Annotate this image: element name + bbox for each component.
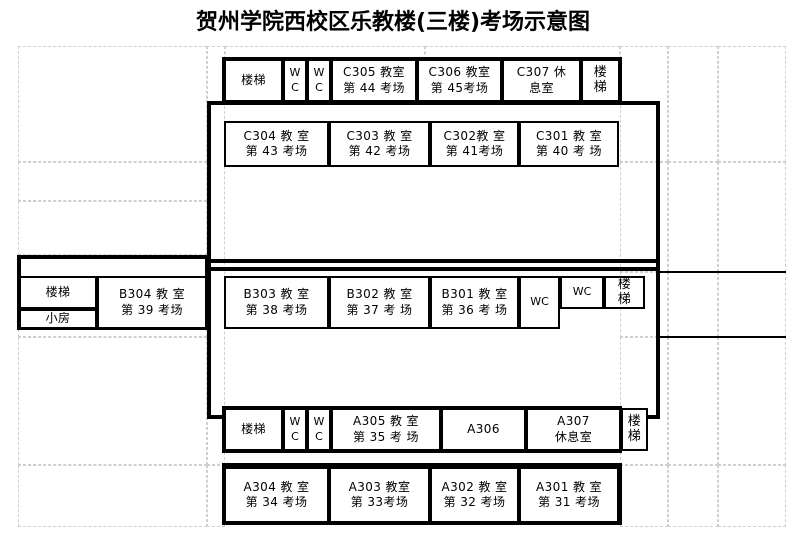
room-a307[interactable]: A307 休息室 [526, 408, 621, 451]
background-grid-cell [18, 201, 207, 255]
background-grid-cell [668, 162, 718, 272]
background-grid-cell [620, 465, 668, 527]
room-b-stair-right[interactable]: 楼 梯 [604, 276, 645, 309]
room-b303[interactable]: B303 教 室 第 38 考场 [224, 276, 329, 329]
room-a302[interactable]: A302 教 室 第 32 考场 [430, 467, 519, 523]
room-c-top-wc-2[interactable]: W C [307, 59, 331, 102]
background-grid-cell [718, 46, 786, 162]
room-b302[interactable]: B302 教 室 第 37 考 场 [329, 276, 430, 329]
room-b-left-smallroom[interactable]: 小房 [19, 309, 97, 329]
room-c303[interactable]: C303 教 室 第 42 考场 [329, 121, 430, 167]
corridor-line-right-top [660, 271, 786, 273]
room-a-top-wc-2[interactable]: W C [307, 408, 331, 451]
room-a-top-wc-1[interactable]: W C [283, 408, 307, 451]
background-grid-cell [18, 46, 207, 162]
room-a301[interactable]: A301 教 室 第 31 考场 [519, 467, 619, 523]
room-b-wc-2[interactable]: WC [560, 276, 604, 309]
background-grid-cell [718, 465, 786, 527]
room-a306[interactable]: A306 [441, 408, 526, 451]
room-b-wc-1[interactable]: WC [519, 276, 560, 329]
background-grid-cell [18, 337, 207, 465]
room-a303[interactable]: A303 教室 第 33考场 [329, 467, 430, 523]
background-grid-cell [18, 162, 207, 201]
room-c-top-stair-left[interactable]: 楼梯 [224, 59, 283, 102]
background-grid-cell [668, 465, 718, 527]
room-b301[interactable]: B301 教 室 第 36 考 场 [430, 276, 519, 329]
room-a304[interactable]: A304 教 室 第 34 考场 [224, 467, 329, 523]
room-a-top-stair-left[interactable]: 楼梯 [224, 408, 283, 451]
room-a-top-stair-right[interactable]: 楼 梯 [621, 408, 648, 451]
corridor-line-right-bottom [660, 336, 786, 338]
page-title: 贺州学院西校区乐教楼(三楼)考场示意图 [195, 10, 591, 35]
room-b-left-stair[interactable]: 楼梯 [19, 276, 97, 309]
background-grid-cell [718, 337, 786, 465]
room-c-top-stair-right[interactable]: 楼 梯 [581, 59, 620, 102]
c-block-outline [207, 101, 660, 271]
background-grid-cell [718, 272, 786, 337]
background-grid-cell [718, 162, 786, 272]
room-c307[interactable]: C307 休 息室 [502, 59, 581, 102]
room-b304[interactable]: B304 教 室 第 39 考场 [97, 276, 207, 329]
background-grid-cell [620, 337, 668, 465]
room-c304[interactable]: C304 教 室 第 43 考场 [224, 121, 329, 167]
background-grid-cell [18, 465, 207, 527]
background-grid-cell [620, 162, 668, 272]
room-c306[interactable]: C306 教室 第 45考场 [417, 59, 502, 102]
background-grid-cell [668, 337, 718, 465]
room-c305[interactable]: C305 教室 第 44 考场 [331, 59, 417, 102]
room-c302[interactable]: C302教 室 第 41考场 [430, 121, 519, 167]
room-a305[interactable]: A305 教 室 第 35 考 场 [331, 408, 441, 451]
background-grid-cell [668, 272, 718, 337]
background-grid-cell [668, 46, 718, 162]
room-c301[interactable]: C301 教 室 第 40 考 场 [519, 121, 619, 167]
room-c-top-wc-1[interactable]: W C [283, 59, 307, 102]
